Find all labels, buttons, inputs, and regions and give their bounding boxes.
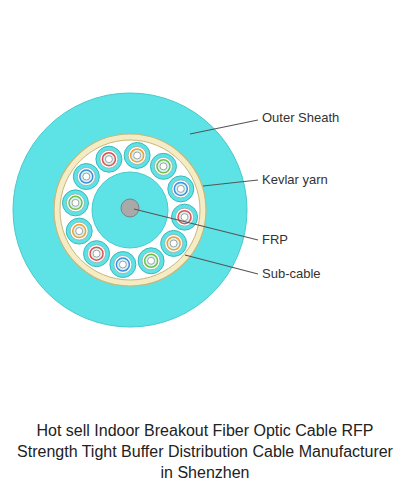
sub-cable bbox=[138, 248, 164, 274]
sub-cable bbox=[172, 204, 198, 230]
fiber-ring bbox=[102, 153, 115, 166]
sub-cable bbox=[84, 241, 110, 267]
fiber-core bbox=[160, 163, 167, 170]
fiber-core bbox=[181, 214, 188, 221]
leader-line bbox=[190, 120, 258, 134]
sub-cable bbox=[96, 146, 122, 172]
fiber-core bbox=[148, 257, 155, 264]
leader-line bbox=[134, 209, 258, 240]
fiber-core bbox=[177, 185, 184, 192]
fiber-ring bbox=[90, 247, 103, 260]
leader-lines bbox=[134, 120, 258, 274]
fiber-ring bbox=[157, 160, 170, 173]
sub-cable bbox=[110, 252, 136, 278]
sub-cable-buffer bbox=[100, 150, 118, 168]
part-label: Kevlar yarn bbox=[262, 172, 328, 188]
fiber-core bbox=[93, 250, 100, 257]
fiber-core bbox=[72, 199, 79, 206]
fiber-core bbox=[170, 240, 177, 247]
part-label: Sub-cable bbox=[262, 266, 321, 282]
fiber-ring bbox=[145, 254, 158, 267]
sub-cable-group bbox=[62, 142, 197, 277]
sub-cable bbox=[168, 176, 194, 202]
sub-cable bbox=[73, 164, 99, 190]
sub-cable bbox=[150, 153, 176, 179]
sub-cable-buffer bbox=[154, 157, 172, 175]
fiber-ring bbox=[167, 237, 180, 250]
frp-rod bbox=[121, 199, 139, 217]
sub-cable-buffer bbox=[142, 252, 160, 270]
leader-line bbox=[203, 180, 258, 186]
sub-cable-buffer bbox=[88, 245, 106, 263]
sub-cable bbox=[124, 142, 150, 168]
sub-cable bbox=[161, 230, 187, 256]
sub-cable-buffer bbox=[172, 180, 190, 198]
sub-cable-buffer bbox=[114, 256, 132, 274]
outer-sheath bbox=[13, 93, 247, 327]
fiber-core bbox=[83, 173, 90, 180]
sub-cable-buffer bbox=[77, 168, 95, 186]
sub-cable bbox=[66, 218, 92, 244]
part-label: Outer Sheath bbox=[262, 110, 339, 126]
part-label: FRP bbox=[262, 232, 288, 248]
sub-cable-buffer bbox=[128, 146, 146, 164]
fiber-ring bbox=[73, 225, 86, 238]
sub-cable bbox=[62, 190, 88, 216]
fiber-ring bbox=[80, 170, 93, 183]
kevlar-inner-edge bbox=[60, 140, 200, 280]
fiber-core bbox=[76, 228, 83, 235]
sub-cable-buffer bbox=[165, 234, 183, 252]
kevlar-yarn-ring bbox=[54, 134, 206, 286]
fiber-ring bbox=[116, 258, 129, 271]
fiber-core bbox=[105, 156, 112, 163]
fiber-ring bbox=[174, 182, 187, 195]
fiber-core bbox=[134, 152, 141, 159]
fiber-core bbox=[119, 261, 126, 268]
inner-core bbox=[92, 172, 168, 248]
fiber-ring bbox=[69, 196, 82, 209]
leader-line bbox=[185, 255, 258, 274]
fiber-ring bbox=[131, 149, 144, 162]
sub-cable-buffer bbox=[70, 222, 88, 240]
caption: Hot sell Indoor Breakout Fiber Optic Cab… bbox=[10, 420, 400, 483]
sub-cable-buffer bbox=[66, 194, 84, 212]
